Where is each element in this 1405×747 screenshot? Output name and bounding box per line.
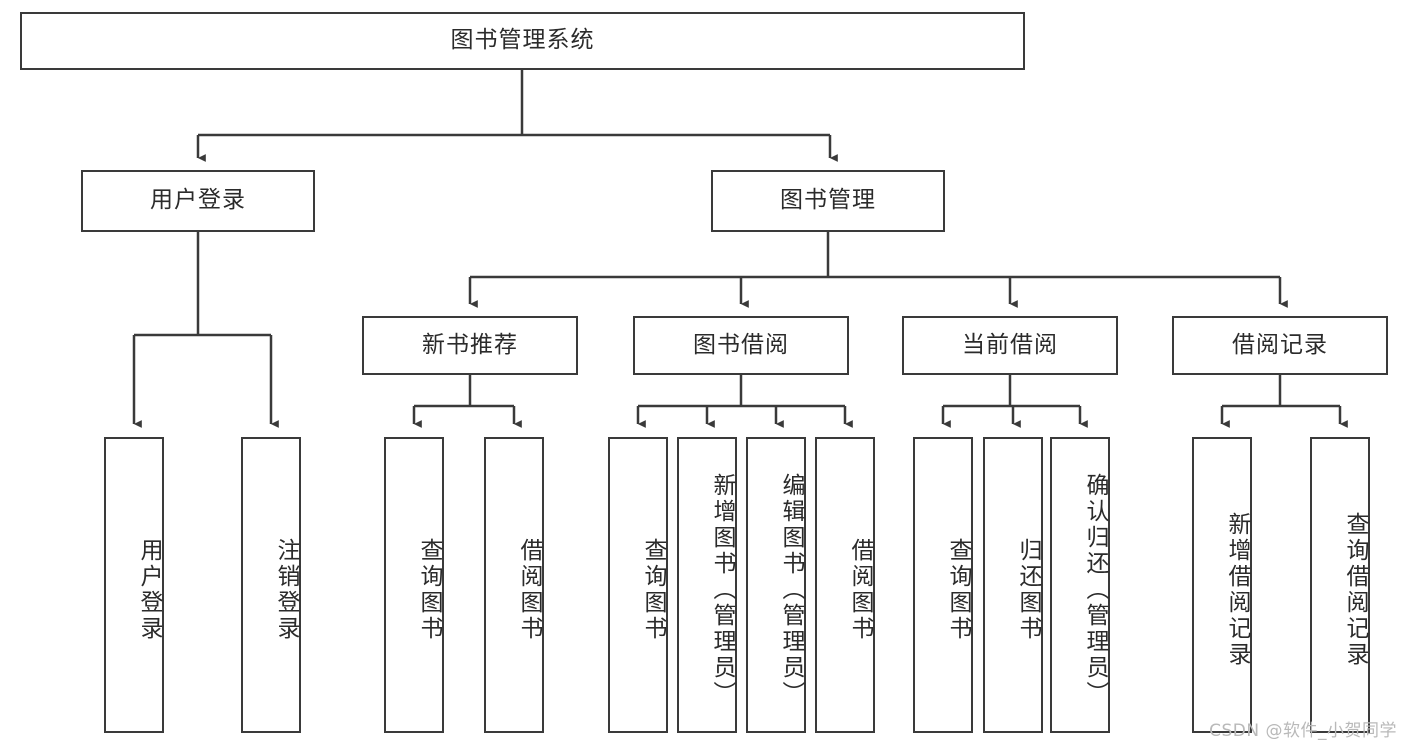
leaf-query-borrow-record[interactable]: 查询借阅记录: [1310, 437, 1370, 733]
leaf-borrow-book-2[interactable]: 借阅图书: [815, 437, 875, 733]
leaf-label: 编辑图书（管理员）: [778, 473, 804, 707]
leaf-label: 查询图书: [640, 538, 666, 642]
leaf-label: 新增图书（管理员）: [709, 473, 735, 707]
leaf-label: 确认归还（管理员）: [1082, 473, 1108, 707]
node-book-manage[interactable]: 图书管理: [711, 170, 945, 232]
leaf-user-login[interactable]: 用户登录: [104, 437, 164, 733]
leaf-label: 用户登录: [136, 538, 162, 642]
leaf-label: 借阅图书: [847, 538, 873, 642]
leaf-borrow-book-1[interactable]: 借阅图书: [484, 437, 544, 733]
leaf-label: 查询借阅记录: [1342, 512, 1368, 668]
leaf-label: 借阅图书: [516, 538, 542, 642]
leaf-add-book[interactable]: 新增图书（管理员）: [677, 437, 737, 733]
node-current-borrow[interactable]: 当前借阅: [902, 316, 1118, 375]
leaf-add-borrow-record[interactable]: 新增借阅记录: [1192, 437, 1252, 733]
node-user-login[interactable]: 用户登录: [81, 170, 315, 232]
leaf-query-book-1[interactable]: 查询图书: [384, 437, 444, 733]
leaf-label: 注销登录: [273, 538, 299, 642]
node-book-borrow[interactable]: 图书借阅: [633, 316, 849, 375]
watermark: CSDN @软件_小贺同学: [1209, 721, 1397, 741]
leaf-return-book[interactable]: 归还图书: [983, 437, 1043, 733]
leaf-label: 归还图书: [1015, 538, 1041, 642]
leaf-edit-book[interactable]: 编辑图书（管理员）: [746, 437, 806, 733]
leaf-user-logout[interactable]: 注销登录: [241, 437, 301, 733]
node-borrow-record[interactable]: 借阅记录: [1172, 316, 1388, 375]
leaf-label: 查询图书: [416, 538, 442, 642]
leaf-query-book-3[interactable]: 查询图书: [913, 437, 973, 733]
node-root[interactable]: 图书管理系统: [20, 12, 1025, 70]
leaf-label: 查询图书: [945, 538, 971, 642]
leaf-confirm-return[interactable]: 确认归还（管理员）: [1050, 437, 1110, 733]
leaf-label: 新增借阅记录: [1224, 512, 1250, 668]
node-new-book-recommend[interactable]: 新书推荐: [362, 316, 578, 375]
leaf-query-book-2[interactable]: 查询图书: [608, 437, 668, 733]
